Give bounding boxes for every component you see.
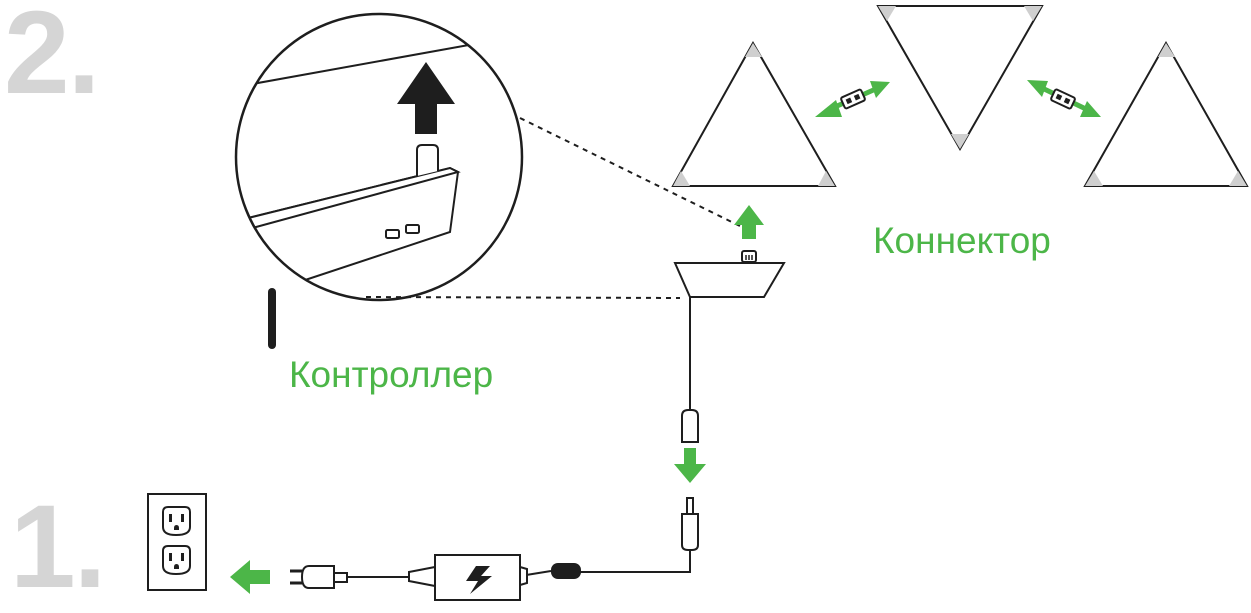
linker-icon (840, 88, 866, 110)
callout-line-bottom (365, 296, 681, 299)
linker-icon (1050, 88, 1076, 110)
controller-label: Контроллер (289, 354, 494, 395)
attach-arrow-icon (734, 205, 764, 239)
power-plug-icon (290, 565, 348, 589)
light-panel-right (1083, 40, 1249, 187)
controller-zoom-body-icon (236, 166, 460, 292)
lightning-icon (466, 566, 492, 594)
dc-cable (580, 550, 691, 573)
plug-in-arrow-icon (230, 560, 270, 594)
step-2-number: 2. (4, 0, 100, 119)
dc-socket-icon (681, 409, 699, 443)
zoom-callout (234, 12, 524, 349)
connector-label: Коннектор (873, 220, 1051, 261)
dc-connector-icon (681, 497, 699, 551)
linker-arrow-left (815, 81, 890, 117)
linker-arrow-right (1027, 80, 1101, 117)
light-panel-middle (876, 5, 1044, 152)
power-adapter-icon (408, 554, 528, 601)
wall-outlet-icon (147, 493, 207, 591)
ferrite-bead-icon (551, 563, 581, 579)
callout-line-top (519, 117, 745, 229)
step-1-number: 1. (10, 481, 106, 613)
light-panel-left (671, 40, 837, 187)
connect-arrow-icon (674, 448, 706, 483)
insert-arrow-icon (397, 62, 455, 134)
controller-icon (673, 250, 786, 298)
